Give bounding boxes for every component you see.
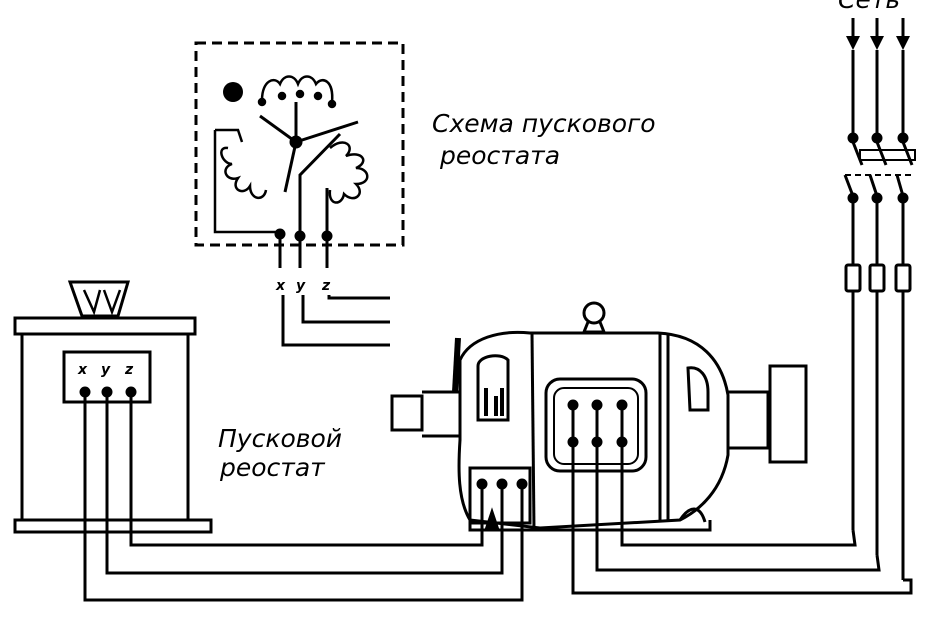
stator-terminal-box <box>544 377 648 473</box>
scheme-terminal-x: x <box>275 278 286 294</box>
network-label: Сеть <box>838 0 900 14</box>
rheostat-scheme: x y z <box>194 41 405 347</box>
scheme-terminal-z: z <box>321 278 331 294</box>
rheostat-terminal-z: z <box>124 362 134 378</box>
wound-rotor-motor <box>390 301 808 532</box>
scheme-resistor-right <box>328 141 369 204</box>
fuses <box>844 202 912 580</box>
rheostat-terminal-x: x <box>77 362 88 378</box>
motor-lifting-eye <box>582 301 606 325</box>
knife-switch <box>843 132 916 204</box>
rotor-terminal-box <box>468 466 532 525</box>
rheostat-title-line2: реостат <box>219 453 326 482</box>
scheme-knob <box>223 82 243 102</box>
scheme-title-line1: Схема пускового <box>432 109 656 138</box>
motor-base <box>468 520 712 532</box>
scheme-resistor-top <box>257 75 337 109</box>
motor-housing <box>457 330 730 530</box>
scheme-title-line2: реостата <box>439 141 560 170</box>
motor-pulley <box>768 364 808 464</box>
scheme-terminal-y: y <box>296 278 306 294</box>
rheostat-title-line1: Пусковой <box>218 424 342 453</box>
rheostat-handle <box>67 280 131 318</box>
stator-feed-wires <box>571 442 913 595</box>
motor-shaft-left <box>390 394 424 432</box>
network-wires <box>851 50 905 135</box>
scheme-contact-arms <box>259 102 359 232</box>
rheostat-terminal-y: y <box>101 362 111 378</box>
starting-rheostat <box>13 280 524 602</box>
scheme-output-wires <box>281 295 390 347</box>
scheme-terminals <box>274 228 333 268</box>
network-arrows <box>846 18 910 50</box>
network-supply: Сеть <box>571 0 916 595</box>
scheme-resistor-left <box>213 128 282 240</box>
